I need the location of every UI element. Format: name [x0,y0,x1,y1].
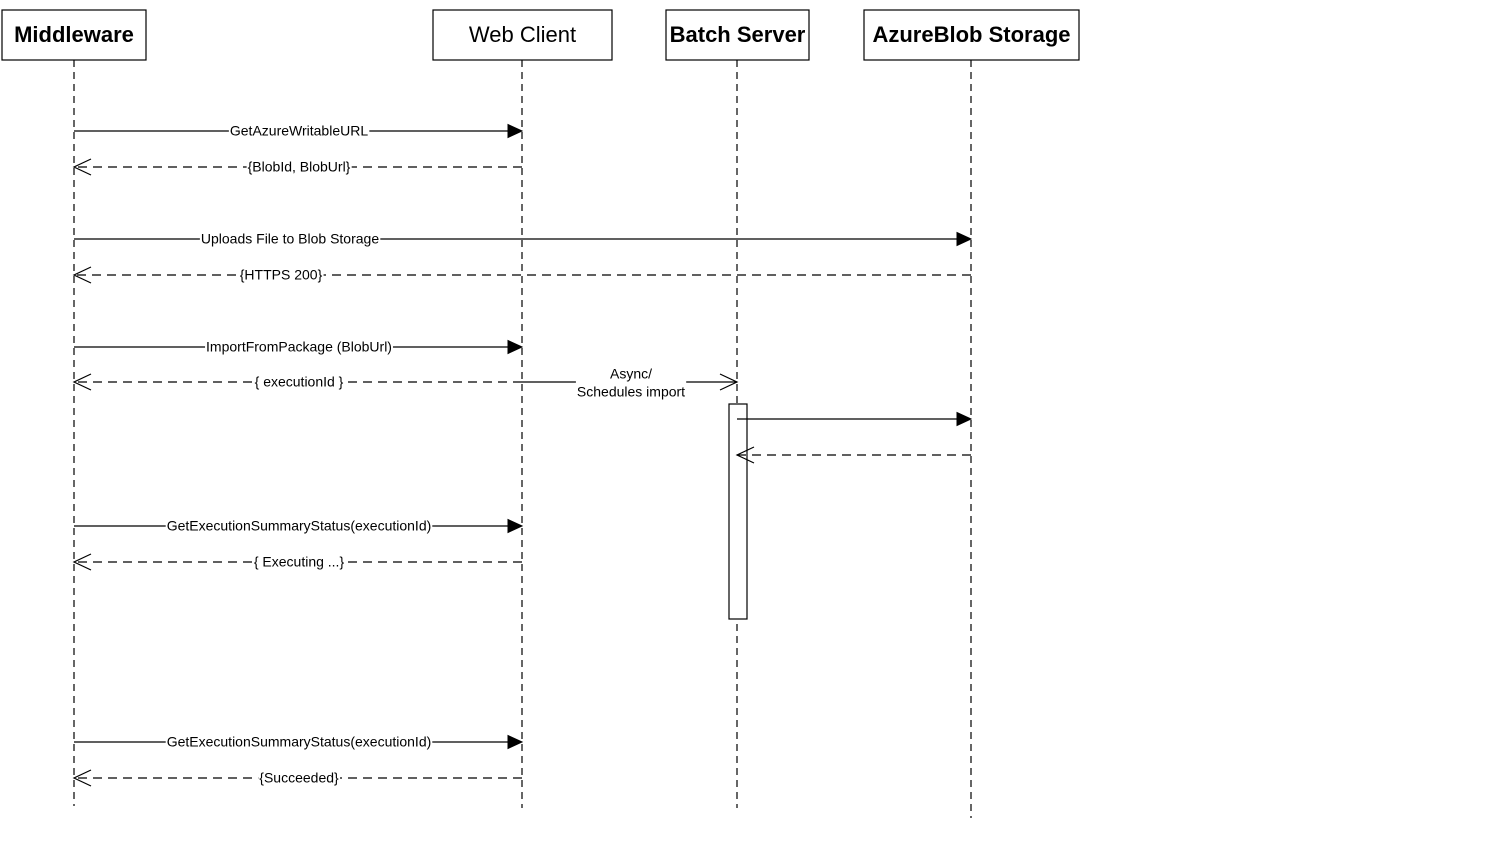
actor-batchserver: Batch Server [665,9,810,61]
activations [728,403,748,620]
actor-box-middleware [1,9,147,61]
message-label: ImportFromPackage (BlobUrl) [205,338,393,355]
message-12: GetExecutionSummaryStatus(executionId) [74,733,524,750]
arrowhead-open [72,158,92,176]
message-label: {BlobId, BlobUrl} [246,158,352,175]
message-4: {HTTPS 200} [72,266,971,284]
message-label-text: {HTTPS 200} [240,267,323,283]
arrowhead-filled [956,411,973,427]
actor-webclient: Web Client [432,9,613,61]
lifelines [73,60,972,818]
message-label-text: {BlobId, BlobUrl} [248,159,351,175]
message-11: { Executing ...} [72,553,522,571]
message-label-text: {Succeeded} [259,770,339,786]
message-label: Async/Schedules import [575,365,687,400]
actor-label-middleware: Middleware [14,22,134,47]
message-label-bg [253,373,345,390]
message-label-text: Uploads File to Blob Storage [201,231,379,247]
message-5: ImportFromPackage (BlobUrl) [74,338,524,355]
actor-label-webclient: Web Client [469,22,576,47]
message-label: GetExecutionSummaryStatus(executionId) [165,517,433,534]
activation-bar-batchserver [728,403,748,620]
message-label: GetAzureWritableURL [228,122,370,139]
arrowhead-open [735,446,755,464]
message-label-bg [246,158,352,175]
actor-label-batchserver: Batch Server [670,22,806,47]
actor-middleware: Middleware [1,9,147,61]
message-label: GetExecutionSummaryStatus(executionId) [165,733,433,750]
message-13: {Succeeded} [72,769,522,787]
message-6: { executionId } [72,373,522,391]
message-label-text: { Executing ...} [254,554,345,570]
message-9 [735,446,971,464]
arrowhead-open [72,266,92,284]
actor-box-azureblob [863,9,1080,61]
message-label-text: { executionId } [255,374,344,390]
message-label: {Succeeded} [258,769,341,786]
message-label-bg [165,517,433,534]
message-2: {BlobId, BlobUrl} [72,158,522,176]
actor-azureblob: AzureBlob Storage [863,9,1080,61]
arrowhead-open [72,769,92,787]
message-label-bg [575,365,687,400]
message-label-bg [238,266,324,283]
message-label: { executionId } [253,373,345,390]
actor-box-webclient [432,9,613,61]
message-label-bg [252,553,346,570]
message-label-bg [165,733,433,750]
message-label-bg [205,338,393,355]
message-label: Uploads File to Blob Storage [199,230,381,247]
message-label: { Executing ...} [252,553,346,570]
message-label-bg [199,230,381,247]
message-label-bg [228,122,370,139]
arrowhead-filled [507,123,524,139]
message-label-text: ImportFromPackage (BlobUrl) [206,339,392,355]
message-10: GetExecutionSummaryStatus(executionId) [74,517,524,534]
arrowhead-filled [956,231,973,247]
message-8 [737,411,973,427]
message-7: Async/Schedules import [522,365,739,400]
arrowhead-filled [507,339,524,355]
arrowhead-open [72,373,92,391]
messages: GetAzureWritableURL {BlobId, BlobUrl} Uplo… [72,122,973,787]
message-label-text: GetExecutionSummaryStatus(executionId) [167,518,432,534]
message-label-bg [258,769,341,786]
arrowhead-open [719,373,739,391]
message-3: Uploads File to Blob Storage [74,230,973,247]
message-label: {HTTPS 200} [238,266,324,283]
message-label-text: Async/ [610,366,652,382]
arrowhead-open [72,553,92,571]
actors: Middleware Web Client Batch Server AzureBlo… [1,9,1080,61]
message-1: GetAzureWritableURL [74,122,524,139]
message-label-text: GetAzureWritableURL [230,123,368,139]
actor-label-azureblob: AzureBlob Storage [872,22,1070,47]
message-label-text: GetExecutionSummaryStatus(executionId) [167,734,432,750]
message-label-text: Schedules import [577,384,685,400]
arrowhead-filled [507,518,524,534]
actor-box-batchserver [665,9,810,61]
arrowhead-filled [507,734,524,750]
